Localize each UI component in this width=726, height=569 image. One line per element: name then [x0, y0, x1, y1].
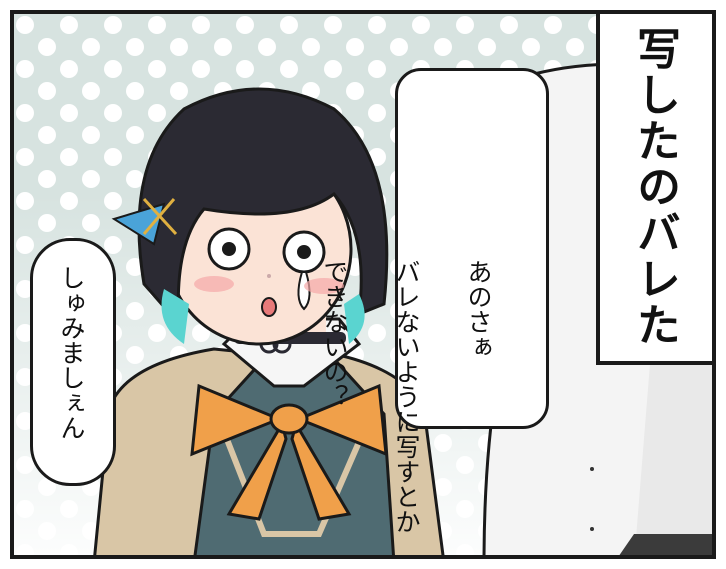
caption-box: 写したのバレた [596, 10, 716, 365]
speech-bubble-right-text: あのさぁ バレないように写すとか できないの？ [280, 85, 532, 534]
caption-text: 写したのバレた [629, 26, 680, 348]
speech-bubble-left: しゅみましぇん [30, 238, 116, 486]
speech-bubble-left-text: しゅみましぇん [57, 265, 86, 440]
speech-bubble-right: あのさぁ バレないように写すとか できないの？ [320, 68, 549, 534]
girl-head [111, 87, 389, 346]
speech-line-1: あのさぁ [464, 259, 493, 359]
speech-line-2: バレないように写すとか [392, 259, 421, 534]
speech-line-3: できないの？ [320, 259, 349, 409]
